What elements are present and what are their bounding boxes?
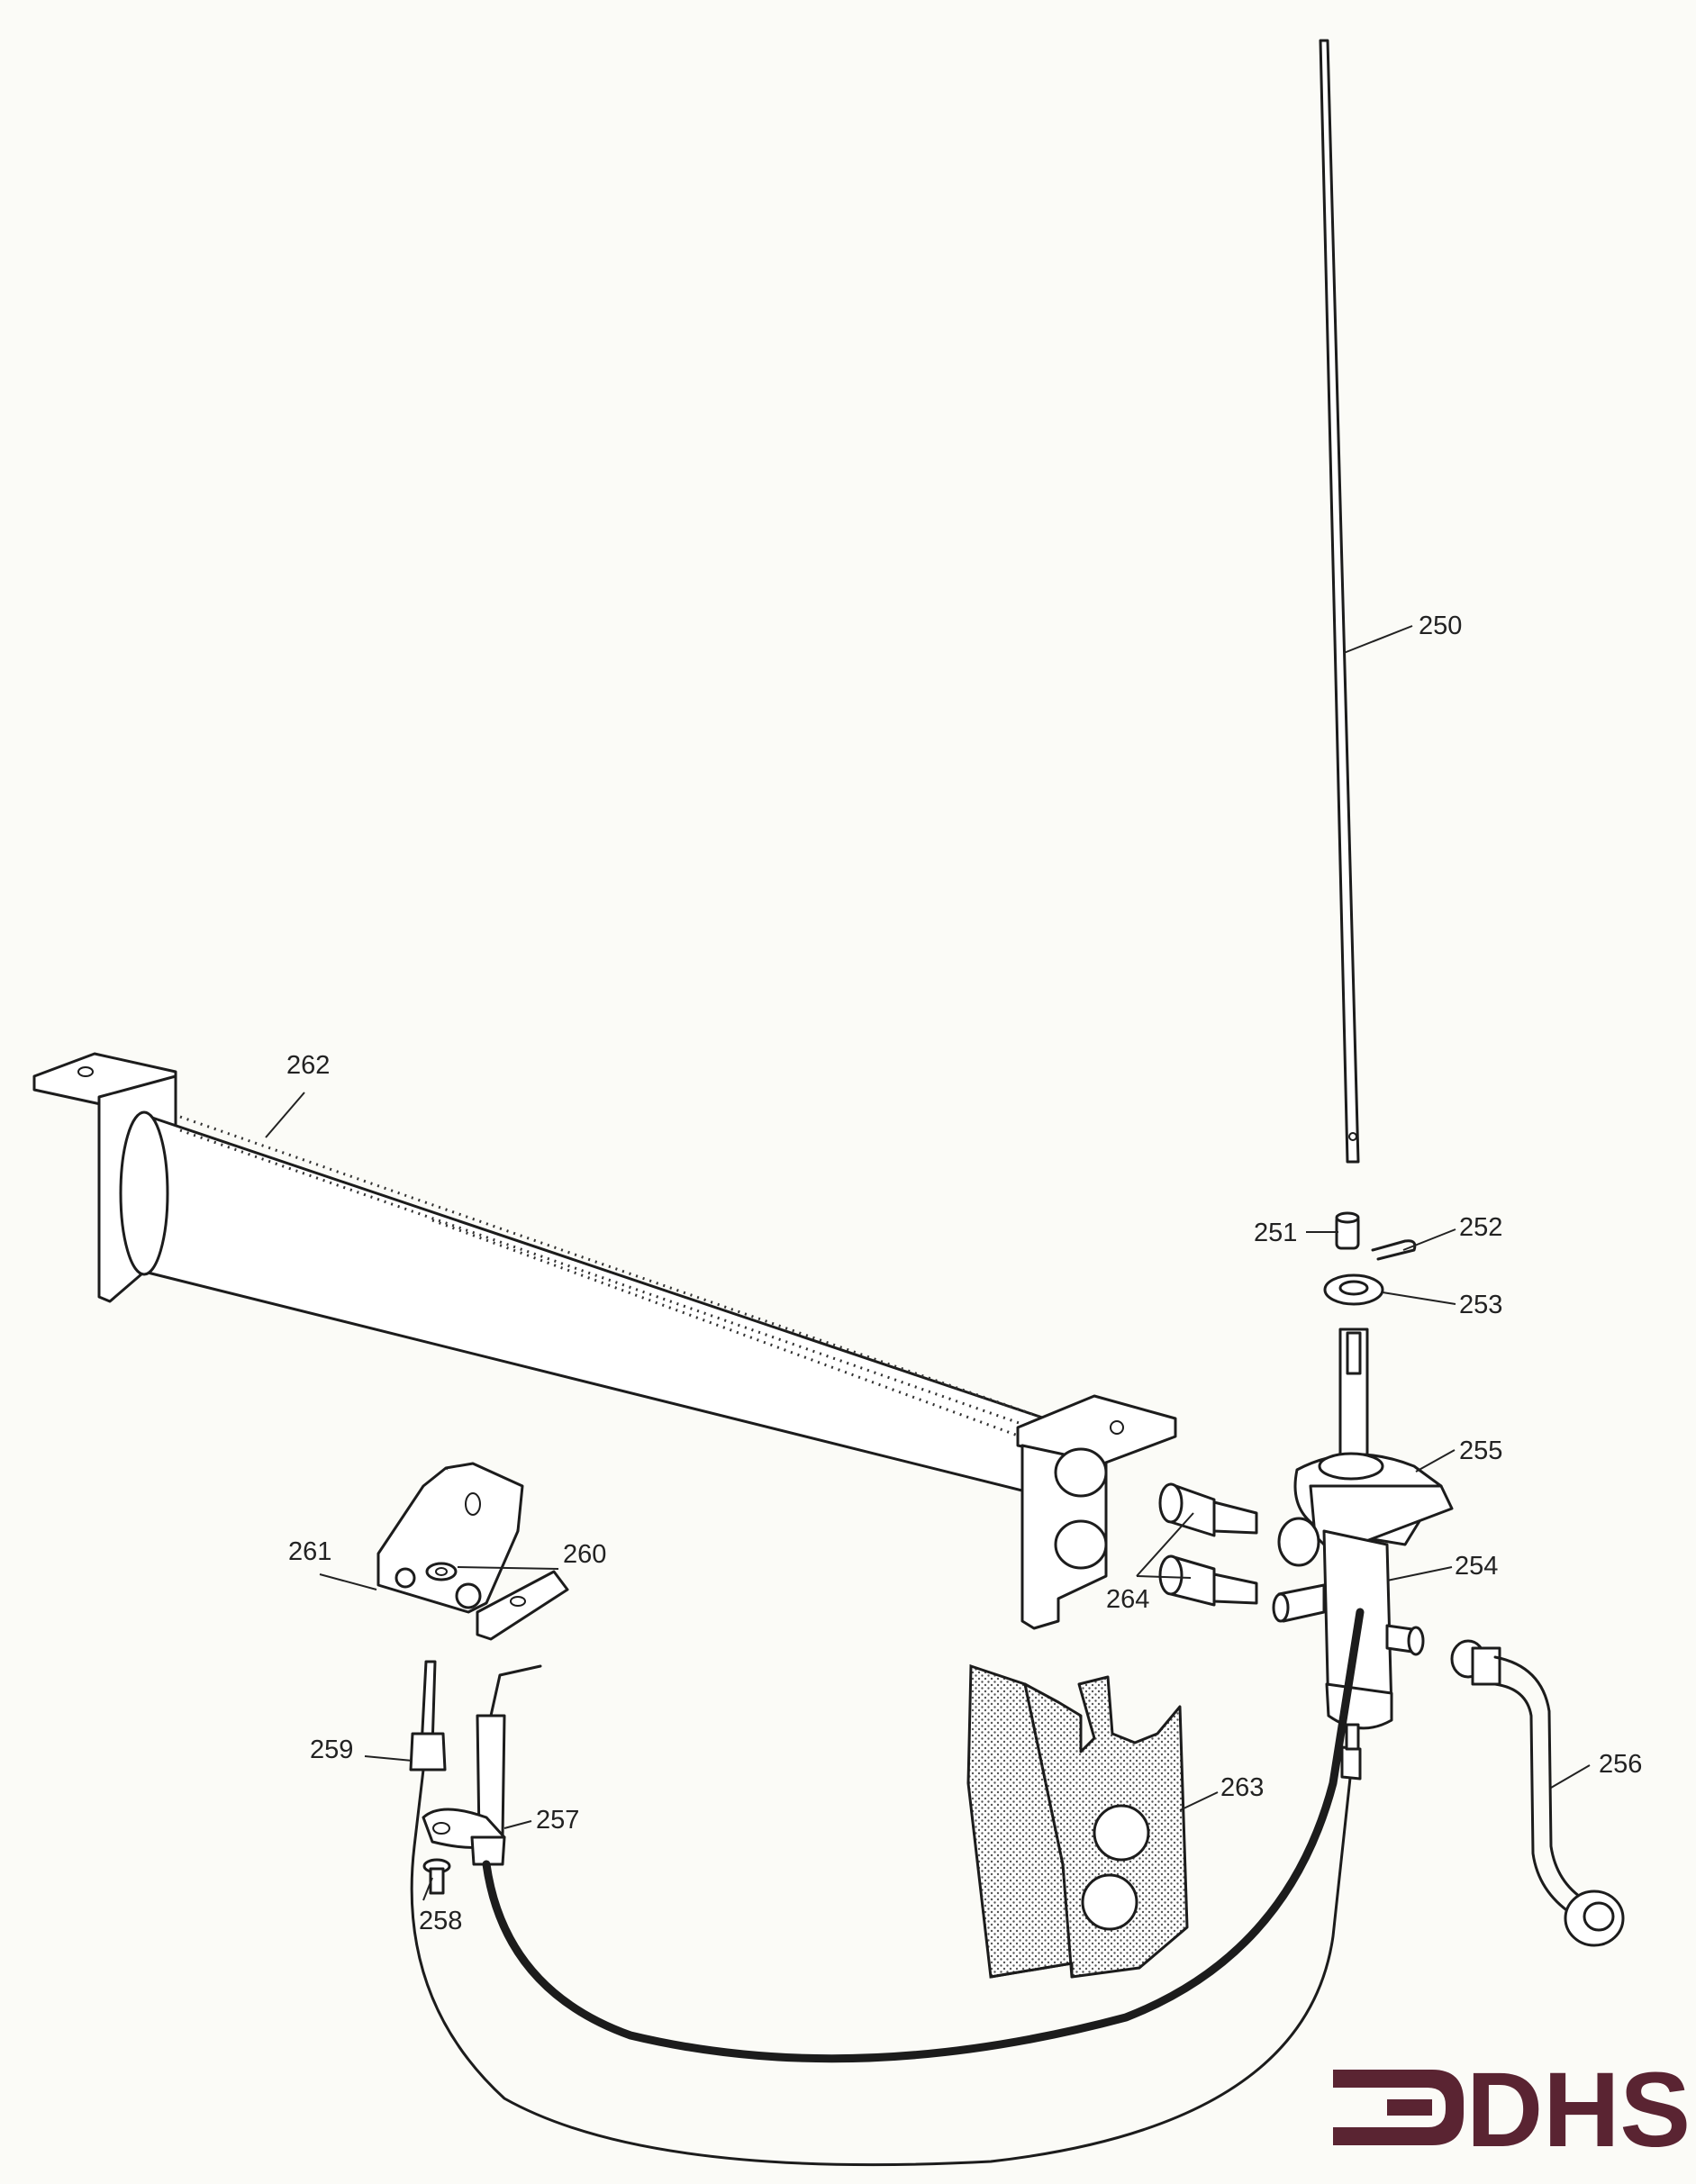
part-255-valve-top	[1293, 1328, 1454, 1555]
part-label-256: 256	[1599, 1750, 1642, 1779]
part-250-rod	[1319, 39, 1360, 1164]
part-label-252: 252	[1459, 1213, 1502, 1242]
part-252-cotter-pin	[1371, 1239, 1417, 1261]
part-label-262: 262	[286, 1051, 330, 1080]
part-labels: 250 251 252 253 254 255 256 257 258 259 …	[286, 612, 1642, 1935]
dhs-logo: DHS	[1333, 2051, 1691, 2170]
part-260-pilot-orifice	[425, 1562, 458, 1581]
part-label-259: 259	[310, 1735, 353, 1764]
part-257-igniter	[422, 1664, 542, 1866]
part-259-thermocouple	[409, 1660, 1362, 2167]
part-label-255: 255	[1459, 1436, 1502, 1465]
part-label-254: 254	[1455, 1552, 1498, 1581]
part-label-261: 261	[288, 1537, 331, 1566]
logo-arrow-mark	[1333, 2070, 1464, 2145]
part-label-258: 258	[419, 1907, 462, 1935]
ignition-wire	[482, 1608, 1365, 2063]
part-262-burner-tube	[32, 1052, 1177, 1630]
part-label-250: 250	[1419, 612, 1462, 640]
part-label-264: 264	[1106, 1585, 1149, 1614]
part-263-heat-shield	[966, 1663, 1189, 1979]
part-253-washer	[1323, 1273, 1384, 1306]
part-261-pilot-bracket	[376, 1462, 569, 1641]
part-264-orifices	[1158, 1482, 1258, 1607]
part-258-screw	[422, 1858, 451, 1895]
part-label-251: 251	[1254, 1219, 1297, 1247]
part-label-260: 260	[563, 1540, 606, 1569]
part-label-257: 257	[536, 1806, 579, 1835]
part-251-collar	[1335, 1211, 1360, 1250]
leader-lines	[265, 625, 1591, 1901]
part-label-253: 253	[1459, 1291, 1502, 1319]
logo-text: DHS	[1466, 2051, 1691, 2170]
part-label-263: 263	[1220, 1773, 1264, 1802]
part-256-supply-tube	[1450, 1639, 1625, 1947]
